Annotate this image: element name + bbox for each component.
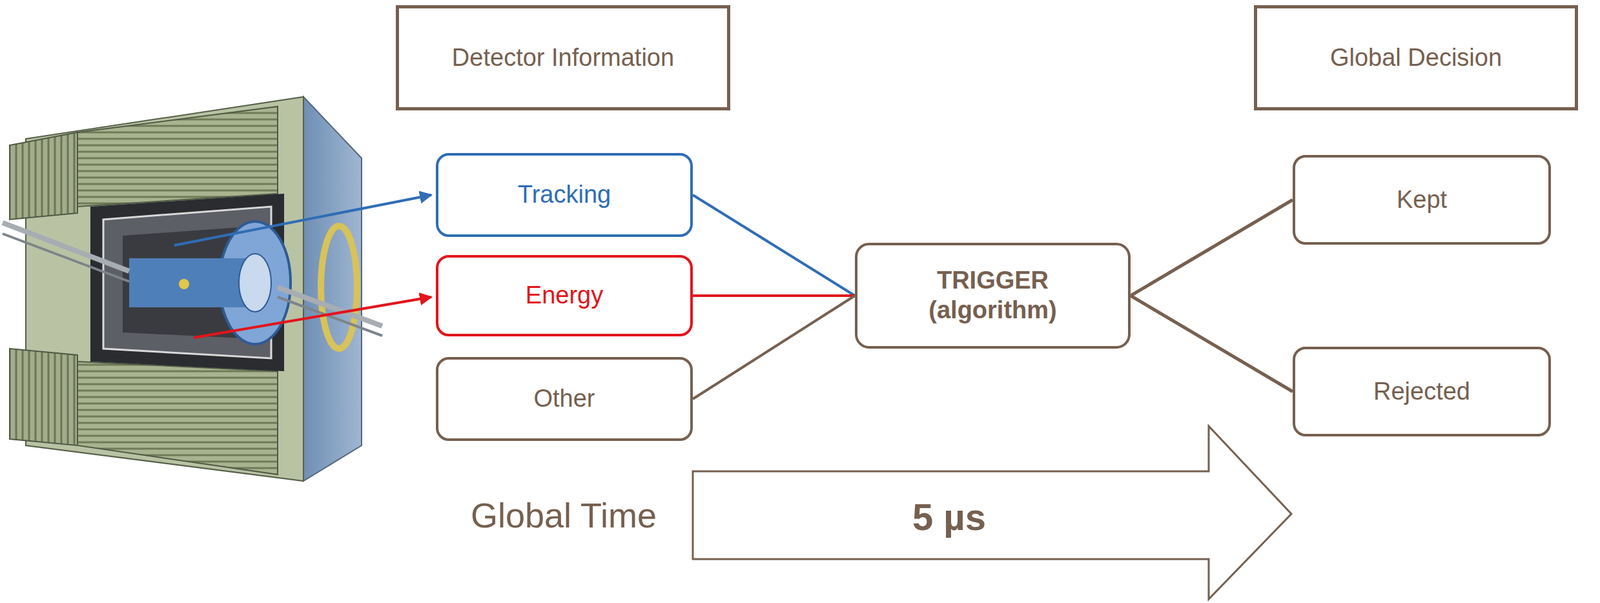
connector bbox=[1130, 200, 1293, 297]
connector bbox=[1130, 295, 1293, 392]
duration-label: 5 µs bbox=[912, 495, 986, 539]
box-text: Global Decision bbox=[1330, 43, 1502, 73]
trigger-box: TRIGGER (algorithm) bbox=[854, 242, 1131, 349]
box-text: Energy bbox=[525, 280, 604, 311]
info-box: Tracking bbox=[435, 153, 693, 237]
decision-box: Kept bbox=[1292, 154, 1551, 245]
leader-line bbox=[193, 297, 432, 338]
box-text: Tracking bbox=[517, 180, 611, 210]
box-text: TRIGGER (algorithm) bbox=[902, 266, 1084, 325]
axis-label: Global Time bbox=[470, 495, 657, 536]
info-box: Other bbox=[435, 357, 693, 442]
connector bbox=[692, 194, 855, 296]
box-text: Kept bbox=[1396, 185, 1447, 216]
box-text: Rejected bbox=[1373, 377, 1471, 407]
detector-drawing bbox=[2, 96, 383, 482]
info-box: Energy bbox=[435, 255, 693, 337]
box-text: Detector Information bbox=[451, 43, 675, 73]
connector bbox=[692, 294, 855, 298]
header-box: Detector Information bbox=[395, 5, 731, 111]
decision-box: Rejected bbox=[1292, 346, 1551, 437]
leader-line bbox=[174, 194, 432, 246]
header-box: Global Decision bbox=[1253, 5, 1579, 111]
time-arrow bbox=[692, 426, 1292, 600]
connector bbox=[692, 295, 855, 400]
box-text: Other bbox=[533, 384, 595, 414]
